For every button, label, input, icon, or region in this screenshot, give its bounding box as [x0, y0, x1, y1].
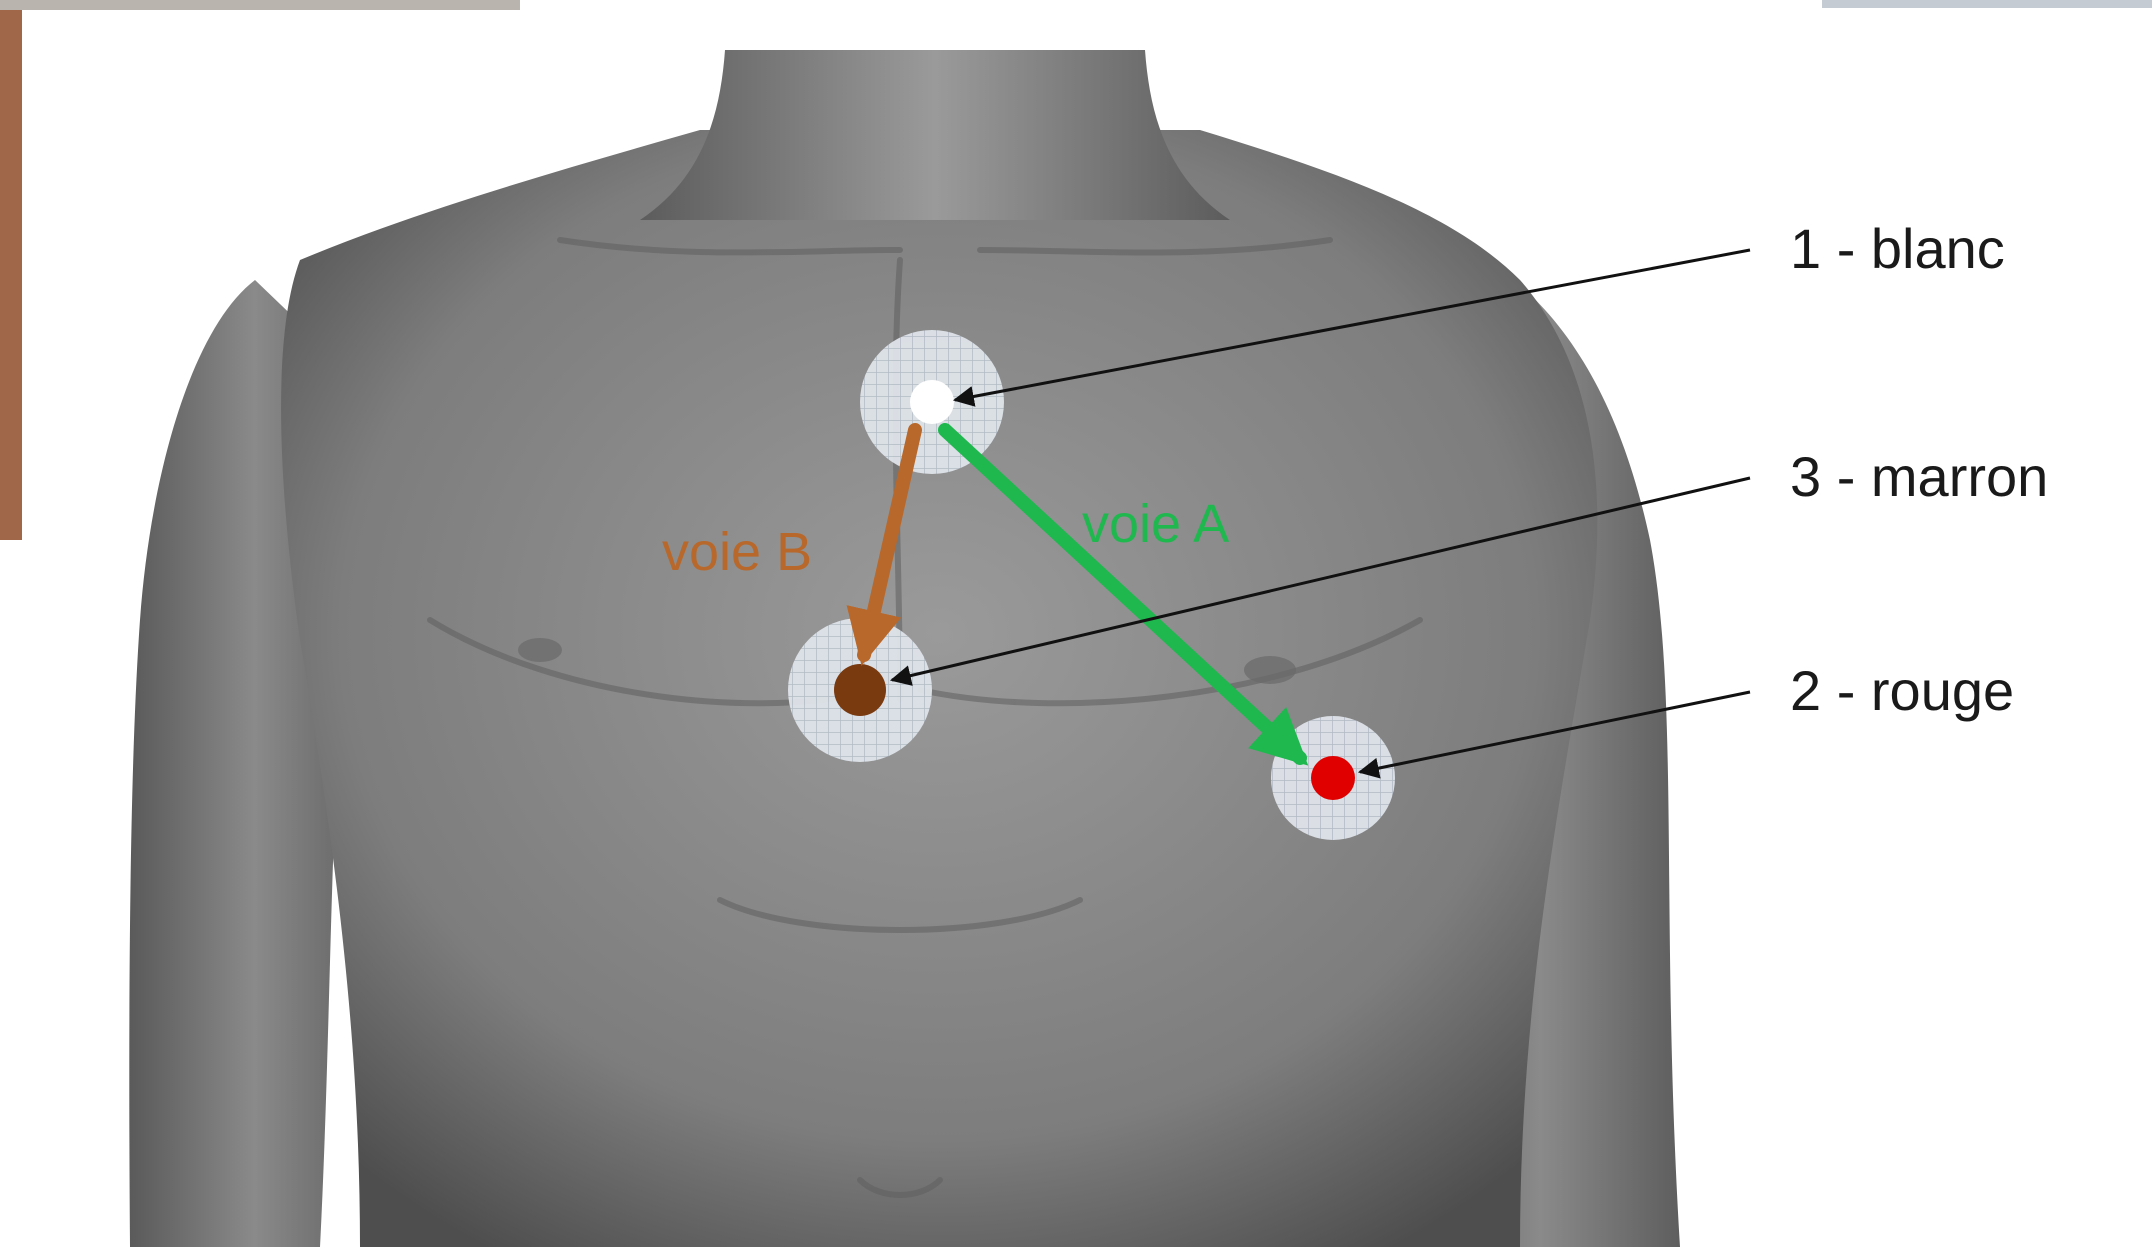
electrode-label-marron: 3 - marron [1790, 445, 2048, 508]
electrode-dot-rouge [1311, 756, 1355, 800]
electrode-blanc [860, 330, 1004, 474]
torso [281, 130, 1597, 1247]
electrode-label-rouge: 2 - rouge [1790, 659, 2014, 722]
electrode-dot-blanc [910, 380, 954, 424]
electrode-rouge [1271, 716, 1395, 840]
top-right-edge-fragment [1822, 0, 2152, 8]
voie-b-label: voie B [662, 522, 812, 582]
electrode-marron [788, 618, 932, 762]
electrode-dot-marron [834, 664, 886, 716]
left-edge-fragment [0, 0, 22, 540]
electrode-label-blanc: 1 - blanc [1790, 217, 2005, 280]
top-left-edge-fragment [0, 0, 520, 10]
neck [640, 50, 1230, 220]
voie-a-label: voie A [1082, 494, 1229, 554]
